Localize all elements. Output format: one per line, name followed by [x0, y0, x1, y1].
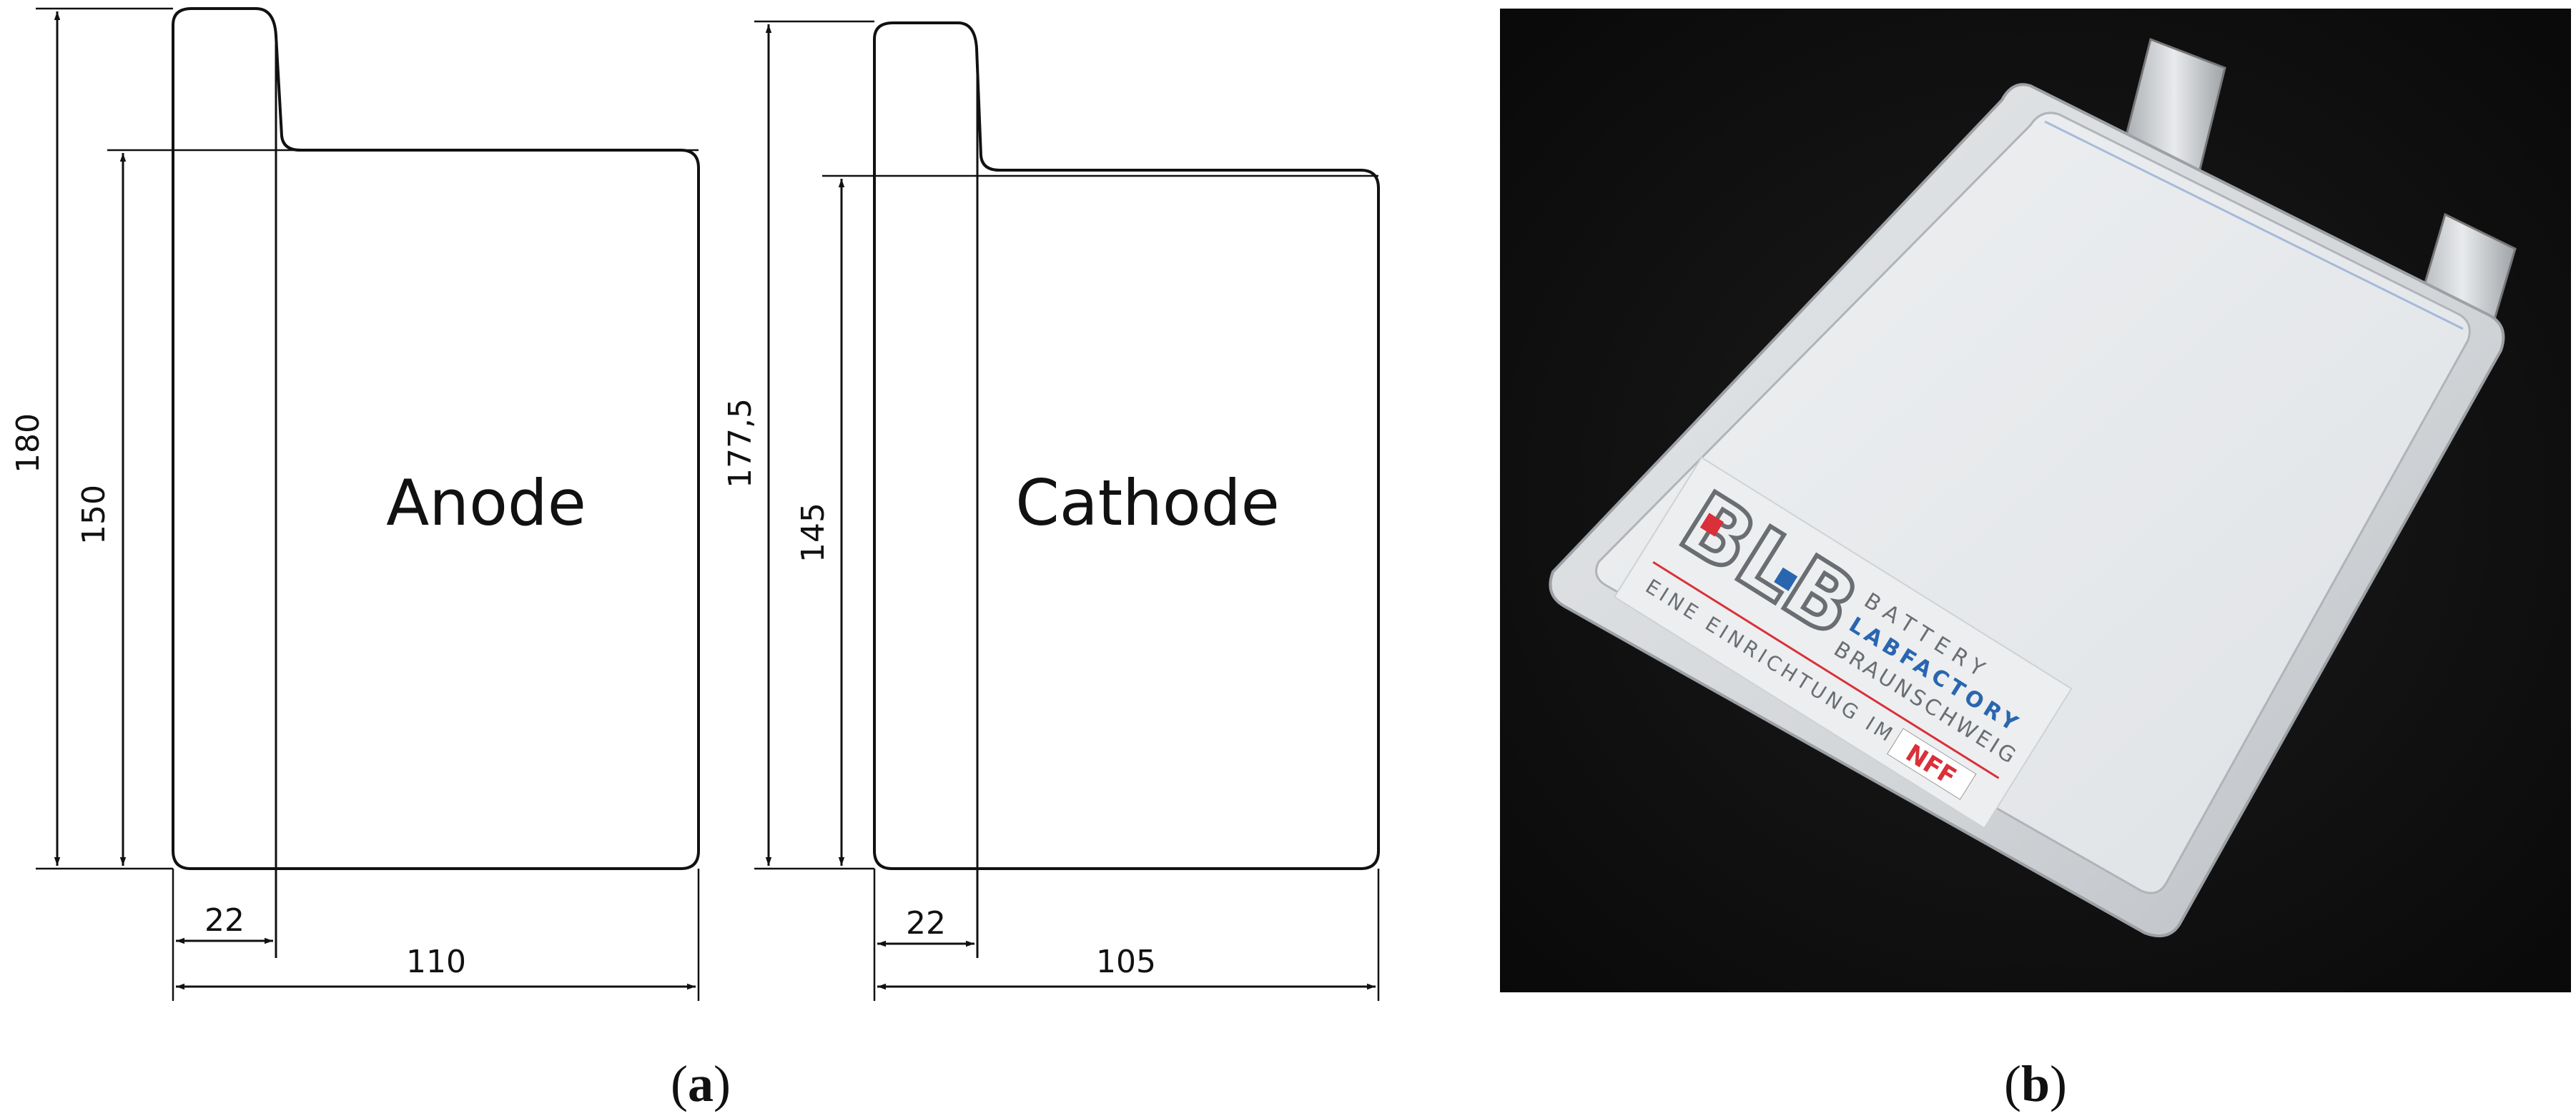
anode-outline	[172, 7, 700, 870]
pouch-cell: BLB BATTERY LABFACTORY BRAUNSCHWEIG EINE…	[1549, 37, 2517, 937]
caption-b: (b)	[2004, 1055, 2067, 1112]
anode-height-body-label: 150	[76, 485, 112, 545]
cathode-sheet: Cathode	[873, 21, 1380, 958]
cathode-width-label: 105	[1096, 944, 1156, 980]
anode-tab-width-label: 22	[204, 902, 245, 939]
cathode-label: Cathode	[1015, 466, 1280, 540]
cathode-dimensions: 177,5 145 22 105	[722, 20, 1380, 1001]
anode-dimensions: 180 150 22 110	[10, 7, 700, 1001]
cathode-height-body-label: 145	[795, 503, 831, 563]
caption-a: (a)	[671, 1055, 731, 1112]
anode-height-total-label: 180	[10, 413, 46, 473]
cathode-height-total-label: 177,5	[722, 398, 759, 488]
cathode-outline	[873, 21, 1380, 870]
anode-width-label: 110	[406, 944, 466, 980]
panel-b-photo: BLB BATTERY LABFACTORY BRAUNSCHWEIG EINE…	[1500, 9, 2571, 992]
anode-label: Anode	[386, 466, 586, 540]
cathode-tab-width-label: 22	[906, 905, 946, 942]
panel-a-drawing: Anode 180 150 22 110 Cathode	[10, 7, 1380, 1001]
